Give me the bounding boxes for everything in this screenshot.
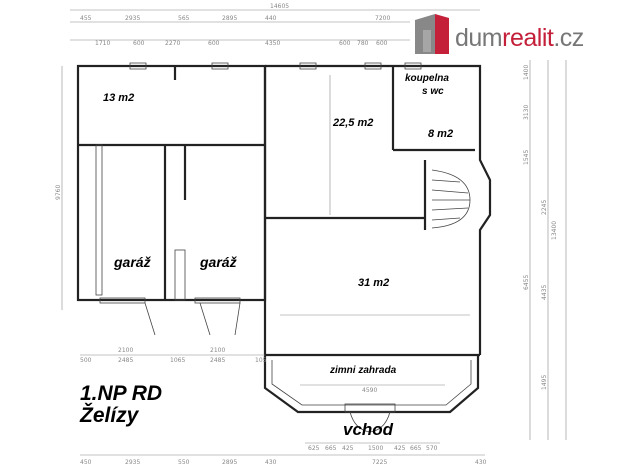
dim-label: 2485 <box>118 357 133 364</box>
garage-left-label: garáž <box>113 254 152 270</box>
dim-label: 600 <box>133 40 145 47</box>
dim-label: 430 <box>475 459 487 466</box>
dim-label: 600 <box>339 40 351 47</box>
room-31-label: 31 m2 <box>358 277 389 289</box>
dim-label: 500 <box>80 357 92 364</box>
dim-label: 2935 <box>125 15 140 22</box>
dim-top-total: 14605 <box>270 3 289 10</box>
bathroom-area-label: 8 m2 <box>428 128 453 140</box>
dim-label: 2895 <box>222 459 237 466</box>
dumrealit-logo: dumrealit.cz <box>413 12 584 54</box>
dim-label: 450 <box>80 459 92 466</box>
bathroom-label-line2: s wc <box>422 86 444 97</box>
dim-label: 2270 <box>165 40 180 47</box>
dim-label: 2895 <box>222 15 237 22</box>
dim-right-total: 13400 <box>551 221 558 240</box>
dim-label: 4590 <box>362 387 377 394</box>
dim-label: 2100 <box>210 347 225 354</box>
dim-label: 4435 <box>541 285 548 300</box>
dim-label: 570 <box>426 445 438 452</box>
dim-label: 7200 <box>375 15 390 22</box>
plan-title: 1.NP RD Želízy <box>80 383 162 427</box>
plan-title-line1: 1.NP RD <box>80 382 163 405</box>
dim-label: 665 <box>325 445 337 452</box>
dim-label: 6455 <box>523 275 530 290</box>
house-logo-icon <box>415 14 449 54</box>
entrance-label: vchod <box>343 420 394 439</box>
dim-label: 455 <box>80 15 92 22</box>
plan-title-line2: Želízy <box>80 404 139 427</box>
top-dimensions: 14605 455 2935 565 2895 440 7200 1710 60… <box>70 3 480 47</box>
dim-label: 1065 <box>170 357 185 364</box>
room-labels: 13 m2 22,5 m2 koupelna s wc 8 m2 garáž g… <box>103 73 453 439</box>
logo-text-dum: dum <box>455 23 503 52</box>
dim-label: 780 <box>357 40 369 47</box>
dim-label: 3130 <box>523 105 530 120</box>
dim-label: 600 <box>376 40 388 47</box>
bathroom-label-line1: koupelna <box>405 73 449 84</box>
dim-label: 430 <box>265 459 277 466</box>
dim-label: 665 <box>410 445 422 452</box>
dim-label: 1400 <box>523 65 530 80</box>
dim-label: 4350 <box>265 40 280 47</box>
room-22-label: 22,5 m2 <box>332 117 373 129</box>
staircase <box>431 169 471 229</box>
dim-label: 600 <box>208 40 220 47</box>
dim-label: 565 <box>178 15 190 22</box>
dim-label: 105 <box>255 357 267 364</box>
dim-label: 440 <box>265 15 277 22</box>
dim-label: 7225 <box>372 459 387 466</box>
dim-left-total: 9760 <box>55 185 62 200</box>
dim-label: 1500 <box>368 445 383 452</box>
dim-label: 2245 <box>541 200 548 215</box>
dim-label: 425 <box>394 445 406 452</box>
dim-label: 1495 <box>541 375 548 390</box>
dim-label: 1710 <box>95 40 110 47</box>
bottom-dimensions: 500 2485 1065 2485 105 2100 2100 450 293… <box>80 347 487 466</box>
room-13-label: 13 m2 <box>103 92 134 104</box>
winter-garden-label: zimni zahrada <box>329 365 397 376</box>
dim-label: 625 <box>308 445 320 452</box>
dim-label: 2485 <box>210 357 225 364</box>
dim-label: 425 <box>342 445 354 452</box>
logo-text-realit: realit <box>502 23 554 52</box>
dim-label: 1545 <box>523 150 530 165</box>
dim-label: 2935 <box>125 459 140 466</box>
dim-label: 2100 <box>118 347 133 354</box>
garage-right-label: garáž <box>199 254 238 270</box>
walls <box>76 62 492 433</box>
right-dimensions: 13400 1400 3130 1545 2245 6455 4435 1495 <box>523 60 567 440</box>
dim-label: 550 <box>178 459 190 466</box>
logo-text-cz: .cz <box>553 23 584 52</box>
